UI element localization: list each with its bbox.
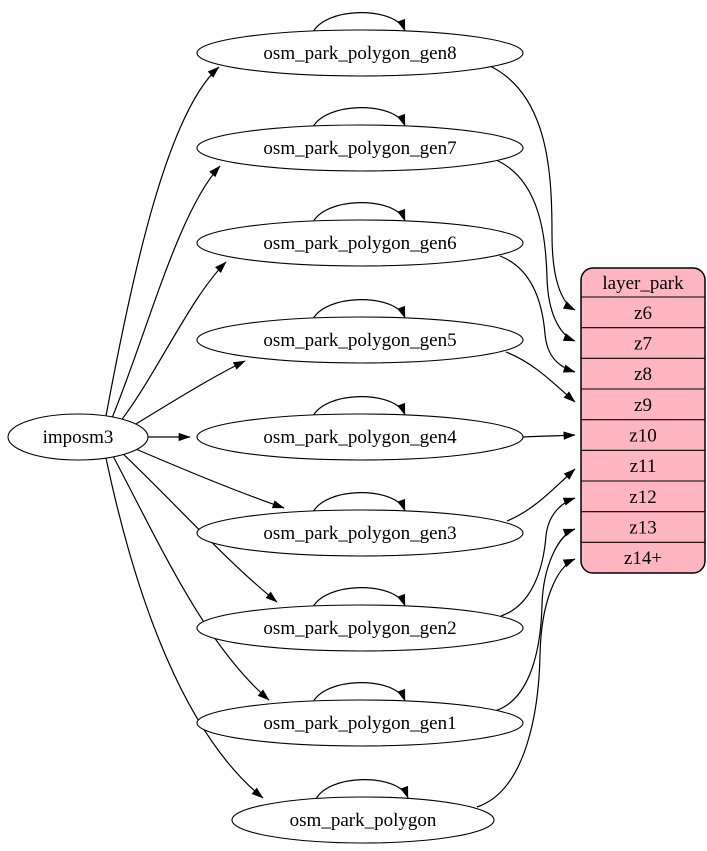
edge-gen5-z9 [505,351,576,403]
self-loop-polygon [314,779,409,802]
node-osm-park-polygon-gen4: osm_park_polygon_gen4 [196,413,524,461]
gen8-label: osm_park_polygon_gen8 [263,43,456,64]
edge-imposm3-gen6 [119,261,227,423]
edge-imposm3-gen3 [130,446,285,509]
self-loop-gen3 [311,492,406,515]
edge-polygon-z14 [476,558,576,808]
self-loop-gen5 [311,299,406,322]
gen5-label: osm_park_polygon_gen5 [263,330,456,351]
row-z10: z10 [629,426,656,447]
edge-imposm3-gen7 [111,165,221,419]
self-loop-gen1 [311,682,406,705]
polygon-ellipse [231,796,495,844]
row-z11: z11 [630,456,657,477]
node-osm-park-polygon-gen6: osm_park_polygon_gen6 [196,219,524,267]
row-z8: z8 [634,364,652,385]
edge-gen7-z7 [495,159,576,342]
node-osm-park-polygon-gen8: osm_park_polygon_gen8 [196,29,524,77]
edge-gen6-z8 [499,255,576,373]
row-z13: z13 [629,518,656,539]
edge-imposm3-gen1 [112,455,270,701]
node-imposm3: imposm3 [7,413,149,461]
row-z6: z6 [634,303,652,324]
imposm3-ellipse [7,413,149,461]
self-loop-edges [311,12,409,802]
gen1-label: osm_park_polygon_gen1 [263,713,456,734]
layer-park-table: layer_park z6 z7 z8 z9 z10 z11 z12 z13 z… [580,267,706,574]
row-z14p: z14+ [624,548,662,569]
gen6-ellipse [196,219,524,267]
row-z7: z7 [634,334,652,355]
gen1-ellipse [196,699,524,747]
row-z9: z9 [634,395,652,416]
gen2-label: osm_park_polygon_gen2 [263,618,456,639]
row-z12: z12 [629,487,656,508]
gen2-ellipse [196,604,524,652]
node-osm-park-polygon-gen3: osm_park_polygon_gen3 [196,509,524,557]
edge-gen4-z10 [522,431,576,440]
edge-gen2-z12 [500,497,576,617]
gen4-label: osm_park_polygon_gen4 [263,427,457,448]
self-loop-gen4 [311,396,406,419]
gen4-ellipse [196,413,524,461]
edges-to-layer-park [476,65,576,808]
gen3-ellipse [196,509,524,557]
layer-park-rect [580,267,706,574]
self-loop-gen8 [311,12,406,35]
node-osm-park-polygon-gen7: osm_park_polygon_gen7 [196,124,524,172]
self-loop-gen6 [311,202,406,225]
self-loop-gen7 [311,107,406,130]
gen8-ellipse [196,29,524,77]
edge-imposm3-polygon [105,457,264,799]
node-osm-park-polygon-gen5: osm_park_polygon_gen5 [196,316,524,364]
gen7-ellipse [196,124,524,172]
polygon-label: osm_park_polygon [290,810,437,831]
gen3-label: osm_park_polygon_gen3 [263,523,456,544]
edge-imposm3-gen8 [105,66,220,417]
edge-gen8-z6 [489,65,576,311]
node-osm-park-polygon-gen2: osm_park_polygon_gen2 [196,604,524,652]
edge-gen1-z13 [494,528,576,712]
layer-park-header: layer_park [602,273,684,294]
imposm3-label: imposm3 [43,427,114,448]
gen6-label: osm_park_polygon_gen6 [263,233,456,254]
self-loop-gen2 [311,587,406,610]
gen7-label: osm_park_polygon_gen7 [263,138,456,159]
edge-gen3-z11 [506,468,576,522]
node-osm-park-polygon-gen1: osm_park_polygon_gen1 [196,699,524,747]
node-osm-park-polygon: osm_park_polygon [231,796,495,844]
edge-imposm3-gen5 [130,360,246,428]
gen5-ellipse [196,316,524,364]
